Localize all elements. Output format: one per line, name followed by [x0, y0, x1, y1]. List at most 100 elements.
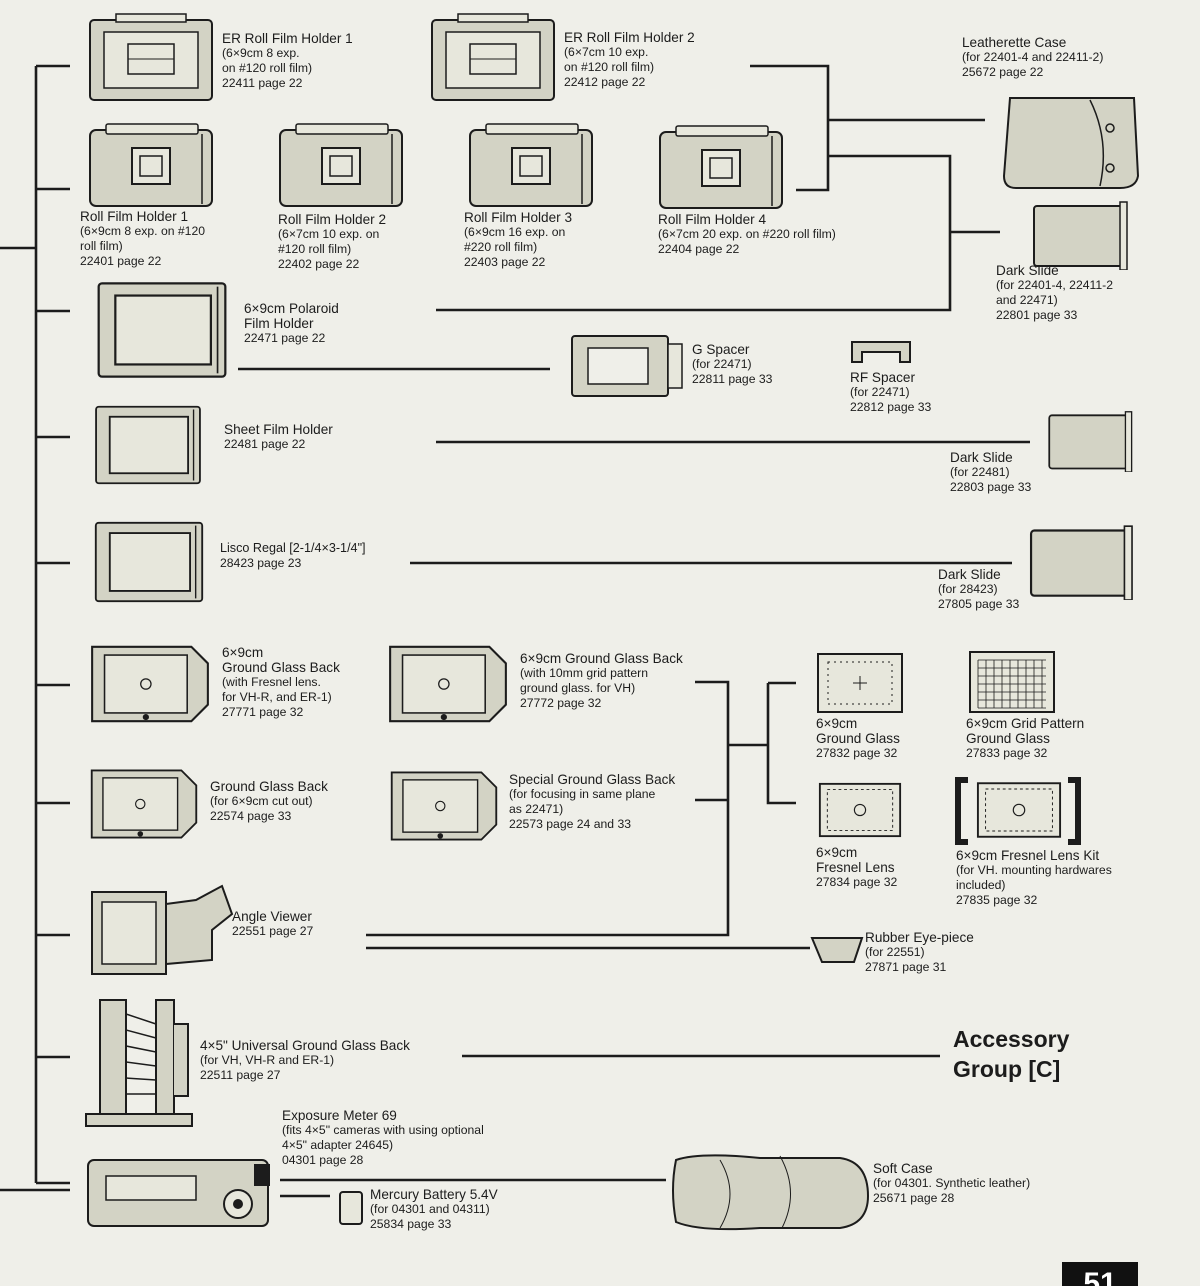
rf-spacer-label: RF Spacer (for 22471) 22812 page 33 [850, 370, 931, 415]
item-line: Ground Glass [966, 731, 1050, 746]
item-title: 4×5" Universal Ground Glass Back [200, 1038, 410, 1053]
item-line: 25834 page 33 [370, 1217, 452, 1231]
item-title: 6×9cm [816, 716, 858, 731]
item-title: Roll Film Holder 3 [464, 210, 573, 225]
item-line: (6×9cm 8 exp. [222, 46, 300, 60]
item-line: #220 roll film) [464, 240, 538, 254]
rubber-eyepiece-label: Rubber Eye-piece (for 22551) 27871 page … [865, 930, 974, 975]
soft-case-image [672, 1154, 870, 1231]
item-line: (for 28423) [938, 582, 998, 596]
fresnel-lens-kit-label: 6×9cm Fresnel Lens Kit (for VH. mounting… [956, 848, 1112, 908]
item-line: (6×9cm 16 exp. on [464, 225, 566, 239]
er-roll-film-holder-2-image [431, 13, 555, 101]
item-title: Sheet Film Holder [224, 422, 333, 437]
dark-slide-2-label: Dark Slide (for 22481) 22803 page 33 [950, 450, 1031, 495]
fresnel-lens-kit-image [955, 777, 1081, 845]
item-line: Film Holder [244, 316, 314, 331]
mercury-battery-image [339, 1191, 363, 1225]
item-line: #120 roll film) [278, 242, 352, 256]
item-line: 27805 page 33 [938, 597, 1020, 611]
item-line: 22403 page 22 [464, 255, 546, 269]
item-line: 4×5" adapter 24645) [282, 1138, 394, 1152]
polaroid-holder-image [97, 282, 227, 378]
dark-slide-1-label: Dark Slide (for 22401-4, 22411-2 and 224… [996, 263, 1113, 323]
fresnel-lens-label: 6×9cm Fresnel Lens 27834 page 32 [816, 845, 897, 890]
item-line: (6×7cm 10 exp. [564, 45, 649, 59]
item-line: on #120 roll film) [222, 61, 313, 75]
roll-film-holder-2-label: Roll Film Holder 2 (6×7cm 10 exp. on #12… [278, 212, 386, 272]
item-title: Angle Viewer [232, 909, 312, 924]
roll-film-holder-1-image [89, 123, 213, 207]
item-title: ER Roll Film Holder 2 [564, 30, 695, 45]
fresnel-lens-image [818, 782, 902, 838]
item-line: 22402 page 22 [278, 257, 360, 271]
item-line: (fits 4×5" cameras with using optional [282, 1123, 484, 1137]
er-roll-film-holder-1-label: ER Roll Film Holder 1 (6×9cm 8 exp. on #… [222, 31, 353, 91]
item-line: as 22471) [509, 802, 564, 816]
item-line: 22401 page 22 [80, 254, 162, 268]
item-line: and 22471) [996, 293, 1058, 307]
angle-viewer-label: Angle Viewer 22551 page 27 [232, 909, 313, 939]
item-line: (for 22401-4 and 22411-2) [962, 50, 1104, 64]
item-line: 22412 page 22 [564, 75, 646, 89]
item-line: Ground Glass [816, 731, 900, 746]
angle-viewer-image [91, 884, 234, 975]
g-spacer-label: G Spacer (for 22471) 22811 page 33 [692, 342, 772, 387]
item-line: 27771 page 32 [222, 705, 304, 719]
grid-pattern-ground-glass-image [969, 651, 1055, 713]
ground-glass-back-grid-label: 6×9cm Ground Glass Back (with 10mm grid … [520, 651, 683, 711]
er-roll-film-holder-2-label: ER Roll Film Holder 2 (6×7cm 10 exp. on … [564, 30, 695, 90]
soft-case-label: Soft Case (for 04301. Synthetic leather)… [873, 1161, 1030, 1206]
item-line: (for 22471) [850, 385, 910, 399]
leatherette-case-image [1002, 97, 1140, 189]
special-ground-glass-back-image [390, 771, 498, 841]
item-line: 22551 page 27 [232, 924, 314, 938]
er-roll-film-holder-1-image [89, 13, 213, 101]
item-line: for VH-R, and ER-1) [222, 690, 332, 704]
heading-line: Accessory [953, 1026, 1070, 1052]
item-title: Dark Slide [938, 567, 1001, 582]
roll-film-holder-4-label: Roll Film Holder 4 (6×7cm 20 exp. on #22… [658, 212, 836, 257]
accessory-group-heading: Accessory Group [C] [953, 1024, 1069, 1084]
item-line: 27871 page 31 [865, 960, 947, 974]
item-line: (6×7cm 10 exp. on [278, 227, 380, 241]
universal-ground-glass-back-label: 4×5" Universal Ground Glass Back (for VH… [200, 1038, 410, 1083]
item-line: 04301 page 28 [282, 1153, 364, 1167]
roll-film-holder-2-image [279, 123, 403, 207]
g-spacer-image [571, 335, 683, 397]
exposure-meter-image [87, 1159, 270, 1227]
item-title: 6×9cm [816, 845, 858, 860]
item-line: (for 22401-4, 22411-2 [996, 278, 1113, 292]
roll-film-holder-3-label: Roll Film Holder 3 (6×9cm 16 exp. on #22… [464, 210, 572, 270]
item-line: 22471 page 22 [244, 331, 326, 345]
item-title: 6×9cm Grid Pattern [966, 716, 1085, 731]
item-line: Fresnel Lens [816, 860, 895, 875]
ground-glass-6x9-image [817, 653, 903, 713]
exposure-meter-label: Exposure Meter 69 (fits 4×5" cameras wit… [282, 1108, 484, 1168]
ground-glass-back-fresnel-label: 6×9cm Ground Glass Back (with Fresnel le… [222, 645, 340, 720]
item-title: 6×9cm Ground Glass Back [520, 651, 683, 666]
item-line: 22573 page 24 and 33 [509, 817, 631, 831]
universal-ground-glass-back-image [85, 999, 193, 1127]
item-title: Roll Film Holder 1 [80, 209, 189, 224]
item-line: on #120 roll film) [564, 60, 655, 74]
connector-lines [0, 64, 1030, 1198]
dark-slide-2-image [1048, 410, 1133, 472]
item-title: 6×9cm Fresnel Lens Kit [956, 848, 1100, 863]
dark-slide-3-image [1029, 524, 1134, 600]
ground-glass-back-cutout-label: Ground Glass Back (for 6×9cm cut out) 22… [210, 779, 328, 824]
item-line: 22481 page 22 [224, 437, 306, 451]
item-line: (for 04301. Synthetic leather) [873, 1176, 1031, 1190]
dark-slide-3-label: Dark Slide (for 28423) 27805 page 33 [938, 567, 1019, 612]
item-line: (for 22471) [692, 357, 752, 371]
rf-spacer-image [851, 341, 911, 363]
lisco-regal-label: Lisco Regal [2-1/4×3-1/4"] 28423 page 23 [220, 541, 366, 571]
item-line: 22811 page 33 [692, 372, 773, 386]
ground-glass-6x9-label: 6×9cm Ground Glass 27832 page 32 [816, 716, 900, 761]
item-title: Lisco Regal [2-1/4×3-1/4"] [220, 541, 366, 555]
item-line: 22404 page 22 [658, 242, 740, 256]
item-line: 27772 page 32 [520, 696, 602, 710]
item-line: (for focusing in same plane [509, 787, 656, 801]
item-title: 6×9cm Polaroid [244, 301, 339, 316]
